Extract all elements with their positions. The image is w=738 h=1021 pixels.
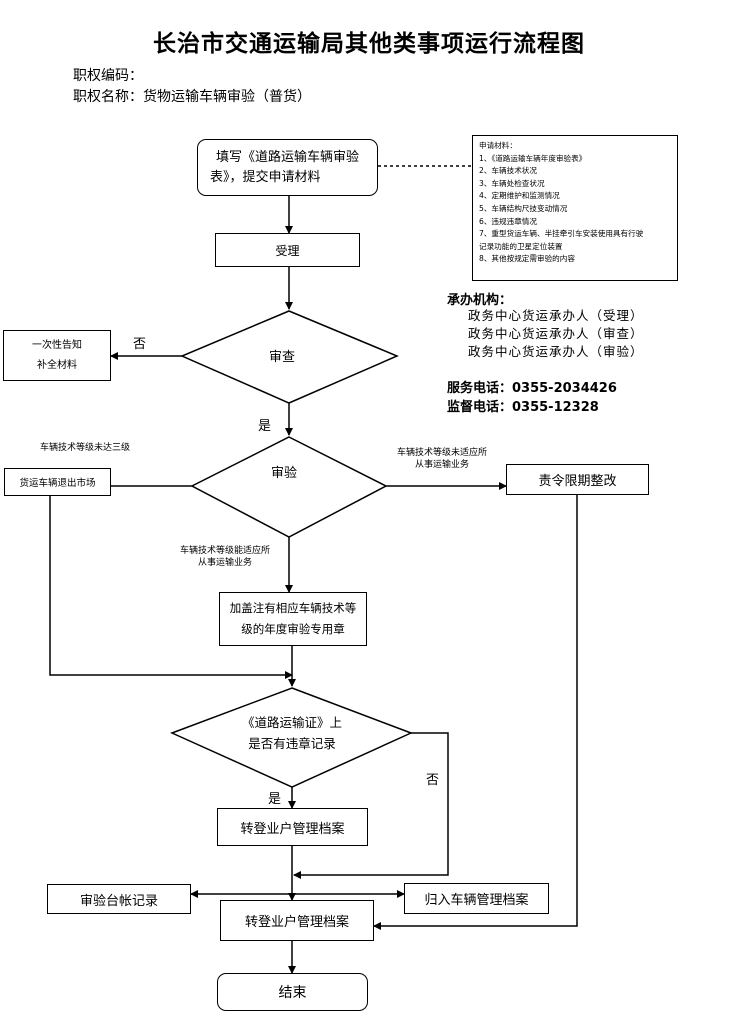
violation-yes-label: 是 bbox=[268, 792, 282, 807]
below-grade3-label: 车辆技术等级未达三级 bbox=[40, 443, 131, 453]
not-fit-line2: 从事运输业务 bbox=[415, 460, 470, 470]
org-review: 政务中心货运承办人（审查） bbox=[468, 326, 644, 341]
fit-line2: 从事运输业务 bbox=[198, 558, 253, 568]
supervise-phone: 监督电话：0355-12328 bbox=[447, 400, 599, 415]
transfer-archive-node-2: 转登业户管理档案 bbox=[220, 900, 374, 941]
material-item-2: 2、车辆技术状况 bbox=[479, 166, 537, 176]
fill-form-line1: 填写《道路运输车辆审验 bbox=[215, 149, 359, 165]
inspect-diamond bbox=[190, 436, 388, 538]
end-node: 结束 bbox=[217, 973, 368, 1011]
material-item-4: 4、定期维护和监测情况 bbox=[479, 191, 560, 201]
authority-code: 职权编码： bbox=[73, 68, 143, 84]
edge-violation-no bbox=[293, 732, 449, 879]
authority-name: 职权名称：货物运输车辆审验（普货） bbox=[73, 89, 311, 105]
material-item-6: 6、违规违章情况 bbox=[479, 216, 537, 226]
material-item-3: 3、车辆处检查状况 bbox=[479, 178, 545, 188]
exit-market-node: 货运车辆退出市场 bbox=[4, 468, 111, 496]
fill-form-node: 填写《道路运输车辆审验 表》，提交申请材料 bbox=[197, 139, 378, 196]
violation-line1: 《道路运输证》上 bbox=[241, 715, 342, 730]
ledger-node: 审验台帐记录 bbox=[47, 884, 191, 914]
edge-rectify-to-transfer2 bbox=[373, 495, 578, 930]
not-fit-line1: 车辆技术等级未适应所 bbox=[397, 448, 488, 458]
fit-label: 车辆技术等级能适应所 从事运输业务 bbox=[180, 545, 270, 569]
not-fit-label: 车辆技术等级未适应所 从事运输业务 bbox=[397, 447, 487, 471]
material-item-1: 1、《道路运输车辆年度审验表》 bbox=[479, 153, 587, 163]
stamp-line2: 级的年度审验专用章 bbox=[241, 622, 345, 636]
rectify-node: 责令限期整改 bbox=[506, 464, 649, 495]
page-title: 长治市交通运输局其他类事项运行流程图 bbox=[153, 31, 585, 57]
material-item-7-cont: 记录功能的卫星定位装置 bbox=[479, 241, 563, 251]
material-item-8: 8、其他按规定需审验的内容 bbox=[479, 254, 575, 264]
notify-node: 一次性告知 补全材料 bbox=[3, 330, 111, 381]
stamp-line1: 加盖注有相应车辆技术等 bbox=[229, 601, 357, 615]
org-inspect: 政务中心货运承办人（审验） bbox=[468, 344, 644, 359]
material-item-7: 7、重型货运车辆、半挂牵引车安装使用具有行驶 bbox=[479, 229, 644, 239]
violation-no-label: 否 bbox=[426, 773, 440, 788]
review-no-label: 否 bbox=[133, 337, 147, 352]
review-diamond bbox=[180, 310, 399, 404]
notify-line2: 补全材料 bbox=[37, 359, 77, 371]
edge-exit-merge bbox=[49, 496, 293, 679]
materials-box: 申请材料： 1、《道路运输车辆年度审验表》 2、车辆技术状况 3、车辆处检查状况… bbox=[472, 135, 678, 281]
inspect-label: 审验 bbox=[271, 466, 298, 481]
material-item-5: 5、车辆结构尺技变动情况 bbox=[479, 203, 568, 213]
review-label: 审查 bbox=[269, 350, 296, 365]
org-accept: 政务中心货运承办人（受理） bbox=[468, 308, 644, 323]
service-phone: 服务电话：0355-2034426 bbox=[447, 381, 617, 396]
accept-node: 受理 bbox=[215, 233, 360, 267]
violation-diamond bbox=[170, 687, 413, 788]
fill-form-line2: 表》，提交申请材料 bbox=[210, 169, 321, 185]
org-heading: 承办机构： bbox=[447, 293, 513, 308]
materials-heading: 申请材料： bbox=[479, 141, 517, 150]
review-yes-label: 是 bbox=[258, 419, 272, 434]
vehicle-archive-node: 归入车辆管理档案 bbox=[404, 883, 549, 914]
violation-line2: 是否有违章记录 bbox=[248, 736, 336, 751]
violation-label: 《道路运输证》上 是否有违章记录 bbox=[172, 712, 412, 754]
notify-line1: 一次性告知 bbox=[32, 339, 82, 351]
stamp-node: 加盖注有相应车辆技术等 级的年度审验专用章 bbox=[219, 592, 367, 646]
transfer-archive-node-1: 转登业户管理档案 bbox=[217, 808, 368, 846]
fit-line1: 车辆技术等级能适应所 bbox=[180, 546, 271, 556]
